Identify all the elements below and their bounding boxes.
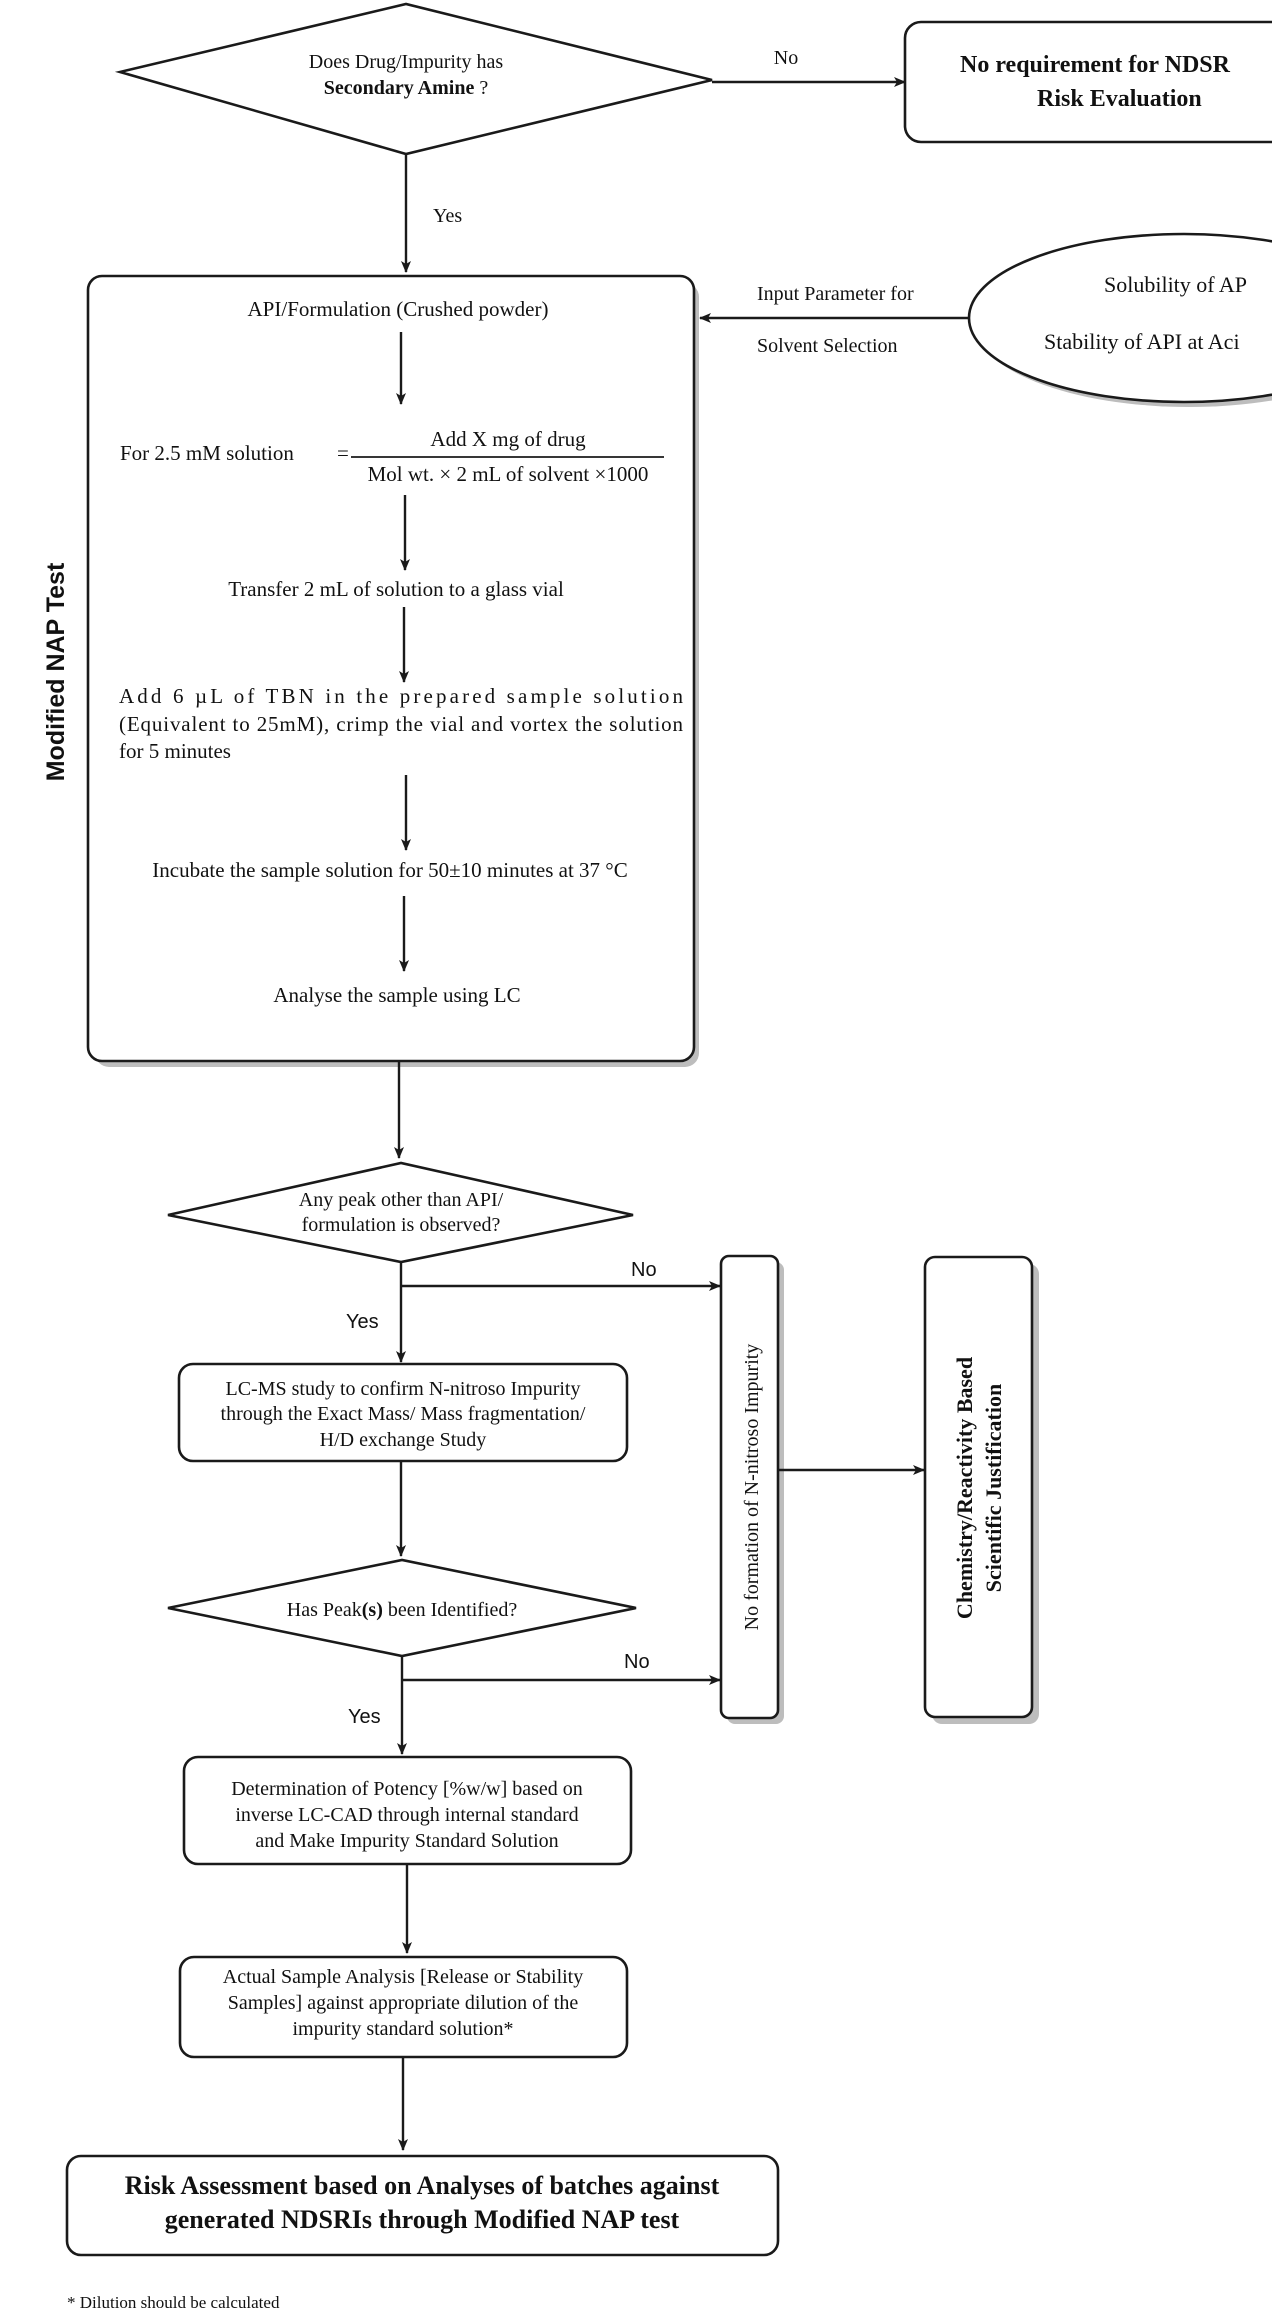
decision-peak-shape	[167, 1161, 634, 1264]
potency-line2: inverse LC-CAD through internal standard	[235, 1804, 578, 1826]
formula-denominator: Mol wt. × 2 mL of solvent ×1000	[368, 462, 649, 486]
decision-identified-shape	[167, 1558, 637, 1658]
sample-line1: Actual Sample Analysis [Release or Stabi…	[223, 1966, 584, 1988]
solubility-line2: Stability of API at Aci	[1044, 329, 1240, 354]
decision-identified-text: Has Peak(s) been Identified?	[287, 1599, 518, 1621]
potency-line3: and Make Impurity Standard Solution	[255, 1830, 558, 1852]
lcms-line3: H/D exchange Study	[320, 1429, 487, 1451]
no-formation-box	[719, 1254, 780, 1720]
edge-label-no-3: No	[624, 1651, 650, 1673]
nap-step4-line1: Add 6 µL of TBN in the prepared sample s…	[119, 684, 684, 708]
chemistry-line2: Scientific Justification	[981, 1384, 1006, 1592]
nap-step6: Analyse the sample using LC	[273, 983, 520, 1007]
formula-eq: =	[337, 441, 349, 465]
formula-numerator: Add X mg of drug	[430, 427, 586, 451]
nap-step3: Transfer 2 mL of solution to a glass via…	[228, 577, 564, 601]
chemistry-box	[923, 1255, 1034, 1719]
edge-label-yes-1: Yes	[433, 205, 462, 227]
solubility-ellipse	[967, 232, 1272, 404]
input-parameter-line1: Input Parameter for	[757, 283, 914, 305]
input-parameter-line2: Solvent Selection	[757, 335, 898, 357]
no-requirement-line2: Risk Evaluation	[1037, 86, 1202, 112]
potency-line1: Determination of Potency [%w/w] based on	[231, 1778, 583, 1800]
solubility-line1: Solubility of AP	[1104, 272, 1247, 297]
sample-line2: Samples] against appropriate dilution of…	[228, 1992, 579, 2014]
nap-step5: Incubate the sample solution for 50±10 m…	[152, 858, 627, 882]
nap-step1: API/Formulation (Crushed powder)	[248, 297, 549, 321]
no-requirement-line1: No requirement for NDSR	[960, 52, 1231, 78]
decision-peak-line1: Any peak other than API/	[299, 1189, 504, 1211]
no-formation-text: No formation of N-nitroso Impurity	[741, 1344, 763, 1631]
modified-nap-label: Modified NAP Test	[42, 562, 70, 781]
decision-secondary-amine-line1: Does Drug/Impurity has	[309, 51, 504, 73]
lcms-box	[177, 1362, 629, 1463]
edge-label-yes-2: Yes	[346, 1311, 379, 1333]
nap-step4-line3: for 5 minutes	[119, 739, 231, 763]
nap-step4-line2: (Equivalent to 25mM), crimp the vial and…	[119, 712, 684, 736]
lcms-line2: through the Exact Mass/ Mass fragmentati…	[221, 1403, 586, 1425]
edge-label-no-1: No	[774, 47, 798, 69]
edge-label-yes-3: Yes	[348, 1706, 381, 1728]
lcms-line1: LC-MS study to confirm N-nitroso Impurit…	[226, 1378, 581, 1400]
decision-peak-line2: formulation is observed?	[302, 1214, 501, 1236]
risk-line2: generated NDSRIs through Modified NAP te…	[165, 2205, 680, 2234]
footnote: * Dilution should be calculated	[67, 2293, 280, 2312]
modified-nap-box	[86, 274, 696, 1063]
chemistry-line1: Chemistry/Reactivity Based	[952, 1357, 977, 1619]
sample-line3: impurity standard solution*	[292, 2018, 513, 2040]
decision-secondary-amine-line2: Secondary Amine ?	[324, 77, 489, 99]
risk-box	[65, 2154, 780, 2257]
edge-label-no-2: No	[631, 1259, 657, 1281]
risk-line1: Risk Assessment based on Analyses of bat…	[125, 2171, 720, 2200]
formula-lhs: For 2.5 mM solution	[120, 441, 294, 465]
decision-secondary-amine-shape	[114, 2, 713, 156]
no-requirement-box	[903, 20, 1272, 144]
